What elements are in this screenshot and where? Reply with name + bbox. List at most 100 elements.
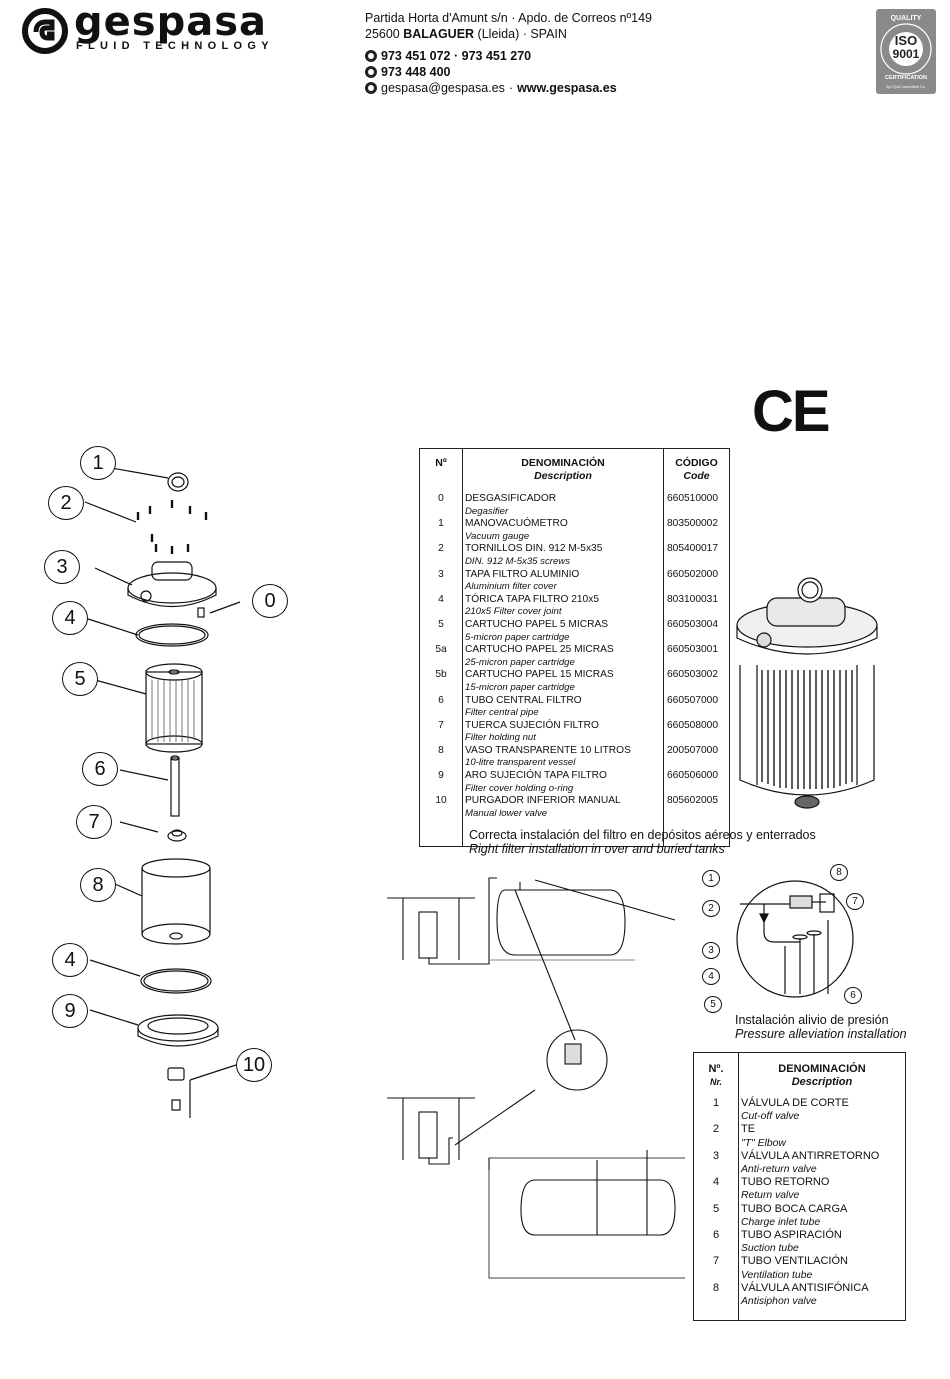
part-name-en: Aluminium filter cover <box>465 581 557 593</box>
detail-callout-8: 8 <box>830 864 848 881</box>
part-code: 660507000 <box>663 694 730 720</box>
callout-7: 7 <box>76 805 112 839</box>
detail-callout-6: 6 <box>844 987 862 1004</box>
part-name-en: 15-micron paper cartridge <box>465 681 575 693</box>
part-code: 660508000 <box>663 719 730 745</box>
legend-row: 3 VÁLVULA ANTIRRETORNO Anti-return valve <box>694 1149 906 1177</box>
part-number: 0 <box>438 493 444 504</box>
phone-icon <box>365 50 377 62</box>
callout-5: 5 <box>62 662 98 696</box>
pressure-caption-en: Pressure alleviation installation <box>735 1026 907 1041</box>
part-name-es: MANOVACUÓMETRO <box>465 518 568 530</box>
part-code: 660506000 <box>663 770 730 796</box>
legend-name-es: VÁLVULA ANTIRRETORNO <box>741 1149 880 1162</box>
part-name-en: Filter central pipe <box>465 707 539 719</box>
iso-number: 9001 <box>892 47 920 61</box>
part-name-en: 25-micron paper cartridge <box>465 656 575 668</box>
legend-name-es: TUBO ASPIRACIÓN <box>741 1229 842 1242</box>
part-number: 2 <box>438 543 444 555</box>
part-name-es: DESGASIFICADOR <box>465 493 557 504</box>
part-number: 4 <box>438 593 444 605</box>
part-number: 8 <box>438 744 444 756</box>
phone-line: 973 451 072 · 973 451 270 <box>365 48 665 64</box>
email-icon <box>365 82 377 94</box>
email-link[interactable]: gespasa@gespasa.es <box>381 81 505 95</box>
pressure-detail-drawing <box>736 880 854 998</box>
city: BALAGUER <box>403 27 475 41</box>
iso-bottom: CERTIFICATION <box>884 75 928 81</box>
part-name-en: Filter holding nut <box>465 732 536 744</box>
part-name-en: Vacuum gauge <box>465 530 530 542</box>
part-name-en: 5-micron paper cartridge <box>465 631 570 643</box>
part-code: 200507000 <box>663 744 730 771</box>
legend-name-en: Charge inlet tube <box>741 1216 821 1228</box>
part-name-es: TÓRICA TAPA FILTRO 210x5 <box>465 593 599 605</box>
legend-name-en: Return valve <box>741 1190 800 1202</box>
legend-number: 5 <box>712 1202 720 1215</box>
part-number: 3 <box>438 568 444 580</box>
installation-diagram <box>387 877 685 1279</box>
legend-number: 4 <box>712 1176 720 1189</box>
callout-4a: 4 <box>52 601 88 635</box>
postal-code: 25600 <box>365 27 404 41</box>
part-name-en: 10-litre transparent vessel <box>465 757 576 769</box>
part-number: 10 <box>435 795 447 807</box>
install-caption-en: Right filter installation in over and bu… <box>469 841 725 856</box>
legend-name-es: TUBO VENTILACIÓN <box>741 1255 848 1268</box>
legend-number: 3 <box>712 1149 720 1162</box>
callout-3: 3 <box>44 550 80 584</box>
callout-0: 0 <box>252 584 288 618</box>
part-name-es: TUERCA SUJECIÓN FILTRO <box>465 719 599 731</box>
callout-4b: 4 <box>52 943 88 977</box>
legend-number: 6 <box>712 1229 720 1242</box>
detail-callout-3: 3 <box>702 942 720 959</box>
legend-name-es: VÁLVULA ANTISIFÓNICA <box>741 1281 869 1294</box>
web-link[interactable]: www.gespasa.es <box>517 81 617 95</box>
ce-mark: CE <box>752 379 831 444</box>
part-name-en: Filter cover holding o-ring <box>465 782 574 794</box>
part-name-es: TAPA FILTRO ALUMINIO <box>465 568 580 580</box>
legend-number: 2 <box>712 1123 720 1136</box>
legend-name-en: Ventilation tube <box>741 1269 813 1281</box>
part-name-es: CARTUCHO PAPEL 5 MICRAS <box>465 618 609 630</box>
part-name-es: TUBO CENTRAL FILTRO <box>465 694 582 706</box>
legend-description: VÁLVULA ANTIRRETORNO Anti-return valve <box>738 1149 906 1177</box>
part-code: 660503004 <box>663 618 730 645</box>
company-address: Partida Horta d'Amunt s/n · Apdo. de Cor… <box>365 10 665 96</box>
part-code: 803500002 <box>663 518 730 544</box>
part-code: 660503002 <box>663 669 730 695</box>
legend-name-es: TUBO BOCA CARGA <box>741 1202 848 1215</box>
part-number: 5a <box>435 644 447 656</box>
iso-top: QUALITY <box>890 15 922 22</box>
callout-1: 1 <box>80 446 116 480</box>
part-name-en: Manual lower valve <box>465 807 548 819</box>
email-web-line: gespasa@gespasa.es · www.gespasa.es <box>365 80 665 96</box>
callout-2: 2 <box>48 486 84 520</box>
callout-9: 9 <box>52 994 88 1028</box>
part-name-es: PURGADOR INFERIOR MANUAL <box>465 795 621 807</box>
legend-name-en: Anti-return valve <box>741 1164 817 1176</box>
